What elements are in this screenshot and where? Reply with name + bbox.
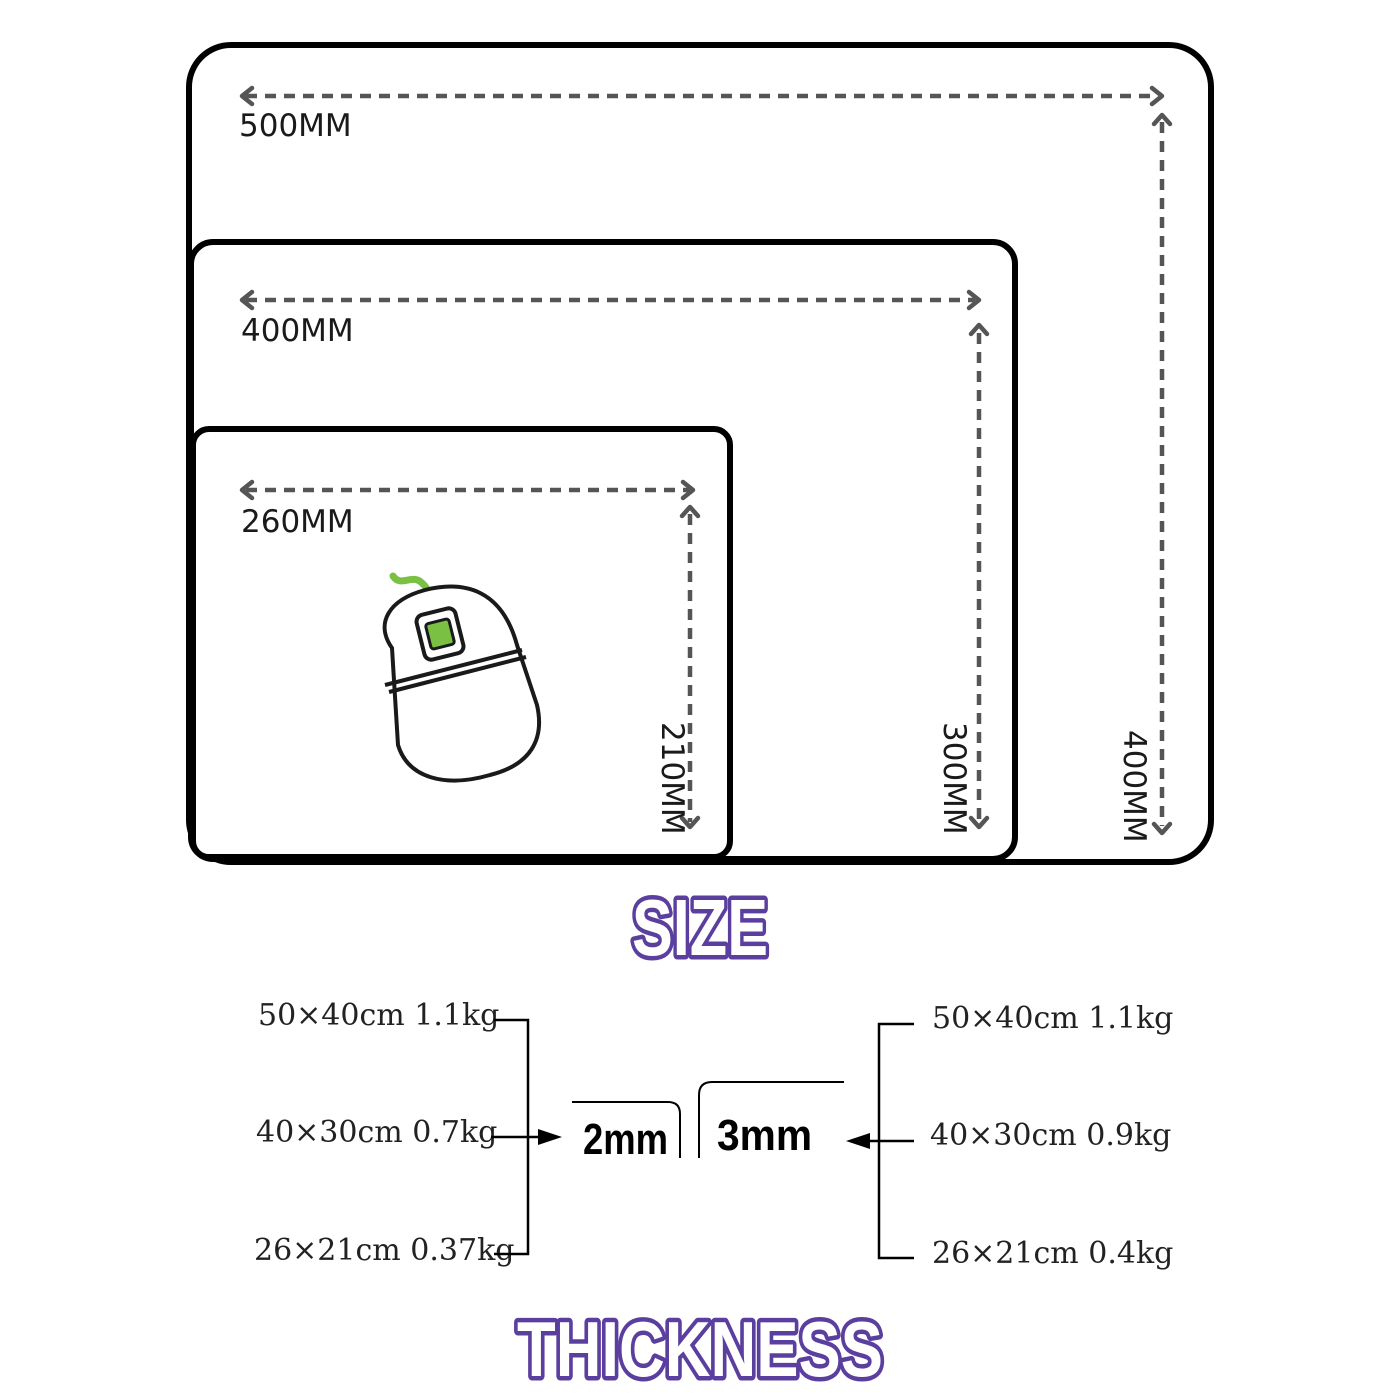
thickness-2mm-group: 50×40cm 1.1kg 40×30cm 0.7kg 26×21cm 0.37… [254,998,681,1268]
pad-3mm-edge [698,1081,844,1158]
arrow-left-icon [846,1133,870,1149]
arrow-left-icon [239,289,255,311]
thickness-3mm-group: 3mm 50×40cm 1.1kg 40×30cm 0.9kg 26×21cm … [698,1001,1173,1271]
mouse-icon [382,572,542,783]
pad-medium-height-label: 300MM [936,722,972,835]
arrow-right-icon [680,479,696,501]
arrow-right-icon [1149,85,1165,107]
arrow-right-icon [538,1129,562,1145]
pad-small-height-label: 210MM [654,722,690,835]
thick-spec-medium: 40×30cm 0.9kg [930,1118,1171,1153]
thick-spec-bracket [877,1022,914,1260]
thickness-2mm-label: 2mm [583,1115,668,1164]
arrow-down-icon [1151,821,1173,836]
arrow-up-icon [679,504,701,519]
thin-spec-small: 26×21cm 0.37kg [254,1233,514,1268]
arrow-down-icon [968,815,990,830]
thin-spec-large: 50×40cm 1.1kg [258,998,499,1033]
pad-2mm-edge [572,1101,681,1158]
size-heading: SIZE [632,883,768,972]
arrow-up-icon [1151,112,1173,127]
pad-large-height-label: 400MM [1116,730,1152,843]
thickness-heading: THICKNESS [517,1305,883,1393]
arrow-up-icon [968,322,990,337]
thickness-3mm-label: 3mm [717,1111,812,1160]
thin-spec-medium: 40×30cm 0.7kg [256,1115,497,1150]
arrow-right-icon [966,289,982,311]
arrow-left-icon [239,85,255,107]
arrow-down-icon [679,815,701,830]
pad-small-width-label: 260MM [241,504,354,540]
thick-spec-small: 26×21cm 0.4kg [932,1236,1173,1271]
pad-large-width-label: 500MM [239,108,352,144]
pad-medium-width-label: 400MM [241,313,354,349]
arrow-left-icon [239,479,255,501]
pad-small: 260MM 210MM [190,426,733,860]
thick-spec-large: 50×40cm 1.1kg [932,1001,1173,1036]
